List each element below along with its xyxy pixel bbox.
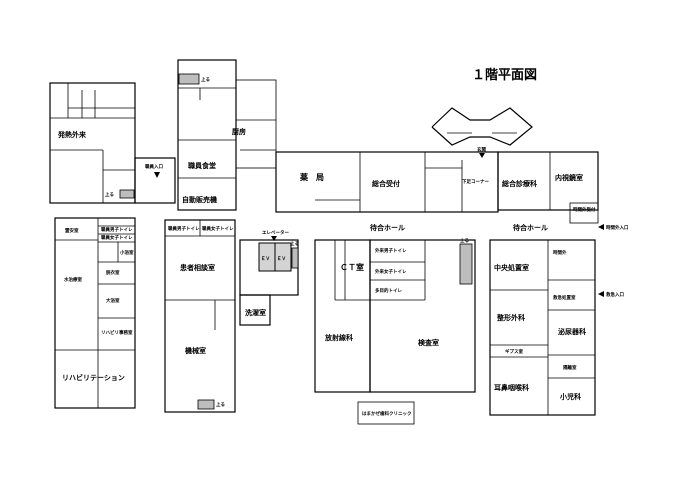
room-staff-toilet-f-left: 職員女子トイレ	[101, 234, 133, 241]
label-up-exam: 上る	[460, 237, 469, 244]
center-left-block	[164, 219, 236, 413]
room-central-treatment: 中央処置室	[494, 263, 529, 272]
room-pediatrics: 小児科	[559, 392, 581, 401]
right-lower-block	[489, 239, 596, 416]
stair-elevator	[291, 247, 299, 269]
room-patient-consult: 患者相談室	[180, 263, 215, 272]
room-small-storage: 小浴室	[120, 249, 134, 256]
room-urology: 泌尿器科	[558, 327, 586, 336]
label-up-left: 上る	[105, 191, 114, 198]
room-large-bath: 大浴室	[106, 297, 120, 304]
room-lobby-left: 待合ホール	[370, 223, 405, 232]
label-entrance: 玄関	[477, 146, 486, 153]
arrow-after-hours	[598, 224, 604, 230]
stair-kitchen	[178, 73, 200, 85]
room-accessible-toilet: 多目的トイレ	[375, 287, 402, 294]
stair-left	[119, 189, 135, 199]
room-bathing: 脱衣室	[105, 269, 120, 276]
room-machine: 機械室	[185, 346, 206, 355]
arrow-entrance	[479, 153, 485, 158]
right-top-block	[497, 151, 599, 224]
room-bath-treatment: 水治療室	[64, 276, 82, 283]
stair-exam	[459, 243, 473, 285]
floor-title: １階平面図	[472, 67, 537, 83]
central-top-block	[275, 151, 499, 213]
room-emergency-treatment: 救急処置室	[553, 294, 576, 301]
room-dental: はまかぜ歯科クリニック	[362, 410, 412, 417]
room-staff-toilet-m: 職員男子トイレ	[168, 225, 200, 232]
room-orthopedics: 整形外科	[496, 313, 525, 322]
kitchen-block	[177, 59, 277, 211]
label-elevator: エレベーター	[262, 229, 289, 236]
room-after-hours: 時間外	[553, 249, 567, 256]
room-general-clinic: 総合診療科	[502, 179, 537, 188]
room-reception: 総合受付	[372, 179, 400, 188]
elevator-car-2	[274, 242, 292, 272]
stair-machine	[197, 399, 215, 410]
room-radiology: 放射線科	[324, 333, 353, 342]
room-ev1: ＥＶ	[261, 255, 270, 262]
room-cast: ギプス室	[505, 348, 523, 355]
room-pharmacy: 薬 局	[299, 172, 324, 182]
room-staff-toilet-m-left: 職員男子トイレ	[101, 226, 133, 233]
label-staff-entrance: 職員入口	[145, 163, 163, 170]
room-outpatient-toilet-f: 外来女子トイレ	[375, 268, 407, 275]
room-isolation: 隔離室	[563, 364, 577, 371]
room-exam: 検査室	[418, 338, 439, 347]
room-staff-toilet-f: 職員女子トイレ	[202, 225, 234, 232]
room-after-hours-reception: 時間外受付	[573, 206, 596, 213]
room-internal-endocrine: 内視鏡室	[555, 173, 583, 182]
label-after-hours-entrance: 時間外入口	[606, 224, 629, 231]
room-staff-cafeteria: 職員食堂	[188, 161, 216, 170]
elevator-block	[239, 239, 299, 326]
room-hatsunetsu: 発熱外来	[57, 130, 87, 139]
left-lower-wing	[54, 217, 136, 409]
room-rehabilitation: リハビリテーション	[62, 373, 125, 382]
label-up-elevator: 上る	[290, 240, 299, 247]
room-rehab-office: リハビリ事務室	[101, 329, 133, 336]
room-kitchen: 厨房	[232, 127, 246, 136]
exam-block	[357, 239, 476, 425]
arrow-emergency	[598, 291, 604, 297]
label-up-machine: 上る	[216, 401, 225, 408]
label-emergency-entrance: 救急入口	[606, 291, 624, 298]
room-lobby-right: 待合ホール	[513, 223, 548, 232]
label-up-kitchen: 上る	[201, 76, 210, 83]
room-laundry: 洗濯室	[245, 308, 266, 317]
room-ct: ＣＴ室	[340, 262, 364, 272]
room-shoes-corner: 下足コーナー	[462, 178, 489, 185]
room-ent: 耳鼻咽喉科	[494, 383, 529, 392]
arrow-elevator	[271, 236, 277, 241]
room-spirit: 霊安室	[65, 227, 79, 234]
room-outpatient-toilet-m: 外来男子トイレ	[375, 247, 407, 254]
room-vending: 自動販売機	[182, 195, 217, 204]
arrow-staff-entrance	[154, 172, 160, 178]
left-wing	[49, 82, 176, 204]
room-ev2: ＥＶ	[277, 255, 286, 262]
entrance-canopy	[431, 107, 533, 146]
